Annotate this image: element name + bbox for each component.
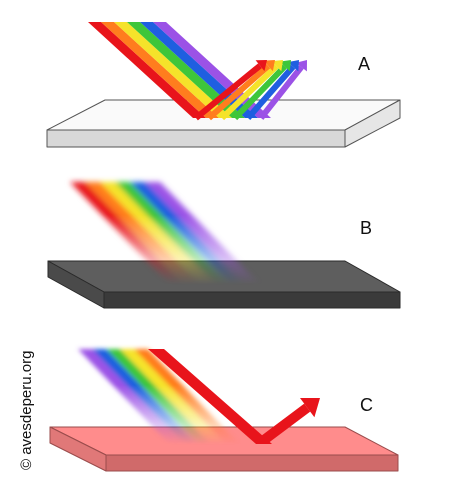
incident-band-c-red [148,349,272,444]
incident-band-c-blue [92,349,198,445]
panel-a: A [46,22,401,148]
incident-band-b-orange [85,182,200,285]
reflected-rainbow-arrows [194,60,307,121]
incident-band-a-yellow [114,22,232,118]
incident-band-c-yellow [120,349,226,445]
surface-c-side [49,426,107,472]
incident-rainbow-beam-c [78,349,240,445]
incident-band-c-orange [134,349,240,445]
incident-band-c-violet [78,349,184,445]
panel-label-c: C [360,395,373,415]
incident-rainbow-beam-a [88,22,271,118]
reflected-red-arrow [261,398,320,445]
reflected-red-shaft [261,403,311,445]
surface-c-front [105,454,399,472]
incident-band-a-orange [101,22,219,118]
panel-c: C [49,349,399,472]
panel-label-b: B [360,218,372,238]
reflected-shaft-yellow [219,64,279,121]
incident-band-b-blue [130,182,245,285]
reflected-shaft-violet [258,65,304,120]
reflected-shaft-red [194,63,262,121]
incident-band-b-red [70,182,185,285]
incident-band-b-green [115,182,230,285]
incident-band-c-green [106,349,212,445]
incident-rainbow-beam-b [70,182,260,285]
surface-a-front [46,129,346,148]
incident-band-b-yellow [100,182,215,285]
panel-label-a: A [358,54,370,74]
incident-band-a-red [88,22,206,118]
reflected-shaft-green [232,64,287,121]
incident-band-b-violet [145,182,260,285]
reflected-shaft-orange [207,63,271,121]
reflected-shaft-blue [245,64,296,120]
incident-red-band-c [148,349,272,444]
surface-b-front [103,291,401,309]
reflected-arrowhead-red [255,60,267,72]
surface-a-side [344,99,401,148]
incident-band-a-green [127,22,245,118]
reflected-arrowhead-orange [263,60,275,72]
panel-b: B [47,182,401,309]
copyright-credit: © avesdeperu.org [18,351,35,470]
surface-b-side [47,260,105,309]
reflected-red-arrowhead [300,398,320,418]
reflected-arrowhead-yellow [271,60,283,72]
incident-band-a-violet [153,22,271,118]
